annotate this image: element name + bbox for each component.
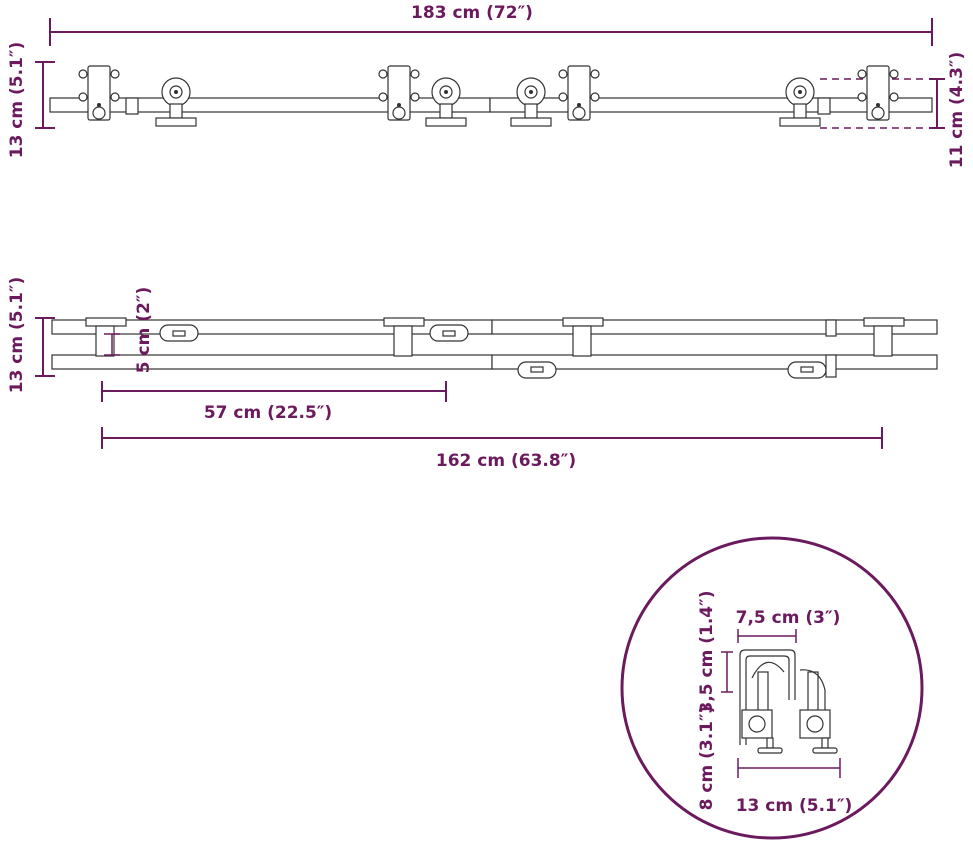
- bracket-arm: [393, 325, 413, 357]
- front-view: 183 cm (72″) 13 cm (5.1″) 11 cm (4.3″): [7, 3, 967, 168]
- end-stop: [125, 97, 139, 115]
- label-detail-top-width: 7,5 cm (3″): [736, 608, 841, 628]
- detail-view: 7,5 cm (3″) 3,5 cm (1.4″) 8 cm (3.1″) 13…: [620, 536, 924, 840]
- door-roller: [425, 77, 467, 127]
- bracket-cap: [863, 317, 905, 327]
- end-stop: [817, 97, 831, 115]
- label-bracket-span: 162 cm (63.8″): [436, 451, 576, 471]
- door-hanger: [787, 361, 827, 379]
- mount-bolt: [757, 747, 783, 754]
- rail-segment: [491, 354, 938, 370]
- door-hanger: [429, 324, 469, 342]
- door-hanger: [517, 361, 557, 379]
- bracket-arm: [873, 325, 893, 357]
- hanger-profile: [739, 649, 796, 745]
- label-bracket-gap: 5 cm (2″): [134, 287, 154, 373]
- label-front-height: 13 cm (5.1″): [7, 42, 27, 159]
- bracket-cap: [85, 317, 127, 327]
- top-view: 13 cm (5.1″) 5 cm (2″): [7, 277, 938, 471]
- end-stop: [825, 354, 837, 378]
- door-roller: [155, 77, 197, 127]
- wheel-left: [757, 671, 769, 713]
- rail-segment-right: [489, 97, 933, 113]
- door-roller: [510, 77, 552, 127]
- door-hanger: [159, 324, 199, 342]
- label-bracket-spacing: 57 cm (22.5″): [204, 403, 332, 423]
- label-wheel-height: 11 cm (4.3″): [947, 52, 967, 169]
- wall-bracket: [378, 65, 420, 121]
- rail-segment: [51, 354, 493, 370]
- wall-bracket: [857, 65, 899, 121]
- detail-circle: [620, 536, 924, 840]
- wall-bracket: [558, 65, 600, 121]
- mount-bolt: [812, 747, 838, 754]
- label-detail-upper-height: 3,5 cm (1.4″): [697, 591, 717, 714]
- label-total-length: 183 cm (72″): [411, 3, 533, 23]
- end-stop: [825, 319, 837, 337]
- wall-bracket: [78, 65, 120, 121]
- bracket-cap: [383, 317, 425, 327]
- label-detail-bottom-width: 13 cm (5.1″): [736, 796, 853, 816]
- bracket-arm: [572, 325, 592, 357]
- bracket-cap: [562, 317, 604, 327]
- label-detail-full-height: 8 cm (3.1″): [697, 706, 717, 811]
- wheel-right: [807, 671, 819, 713]
- door-roller: [779, 77, 821, 127]
- label-top-height: 13 cm (5.1″): [7, 277, 27, 394]
